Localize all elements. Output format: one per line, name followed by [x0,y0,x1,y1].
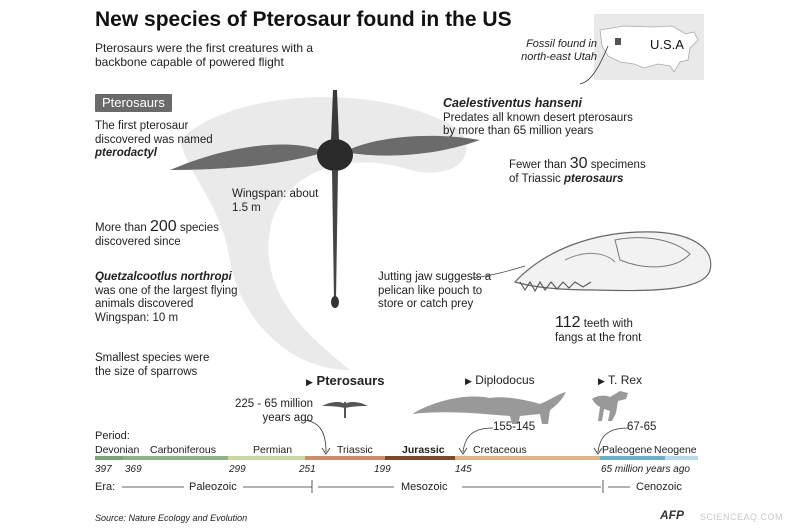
afp-logo: AFP [660,508,684,522]
caelestiventus-fact: Caelestiventus hanseni Predates all know… [443,96,633,137]
tick-299: 299 [229,464,246,475]
utah-highlight [615,38,621,45]
watermark: SCIENCEAQ.COM [700,512,784,522]
quetzalcoatlus-fact: Quetzalcootlus northropi was one of the … [95,271,238,324]
usa-map-inset [594,14,704,80]
era-cenozoic: Cenozoic [636,481,682,493]
period-cretaceous: Cretaceous [473,444,527,456]
era-paleozoic: Paleozoic [189,481,237,493]
subtitle: Pterosaurs were the first creatures with… [95,41,314,69]
diplodocus-silhouette [412,392,566,424]
era-lines [122,480,630,493]
tick-199: 199 [374,464,391,475]
period-paleogene: Paleogene [602,444,653,456]
smallest-species-fact: Smallest species were the size of sparro… [95,352,210,378]
marker-pterosaurs: ▶ Pterosaurs [306,373,385,388]
skull-illustration [513,231,712,293]
marker-trex: ▶ T. Rex [598,373,643,387]
seg-cretaceous [455,456,600,460]
pterosaurs-range: 225 - 65 million years ago [235,398,313,424]
period-jurassic: Jurassic [402,444,445,456]
seg-paleogene [600,456,665,460]
pterosaurs-label: Pterosaurs [95,94,172,112]
usa-map-icon [599,25,699,73]
period-label: Period: [95,430,130,442]
fossil-pointer-line [579,45,609,85]
jaw-pointer-line [471,265,526,279]
period-triassic: Triassic [337,444,373,456]
jaw-fact: Jutting jaw suggests a pelican like pouc… [378,271,492,310]
period-neogene: Neogene [654,444,697,456]
trex-silhouette [592,391,628,421]
infographic-title: New species of Pterosaur found in the US [95,8,512,31]
tick-65: 65 million years ago [601,464,690,475]
wingspan-fact: Wingspan: about 1.5 m [232,188,319,214]
first-pterosaur-fact: The first pterosaur discovered was named… [95,120,213,159]
teeth-fact: 112 teeth with fangs at the front [555,314,642,344]
trex-leader [593,427,629,455]
seg-jurassic [385,456,455,460]
tick-145: 145 [455,464,472,475]
pterosaurs-leader [303,419,331,455]
marker-diplodocus: ▶ Diplodocus [465,373,535,387]
period-permian: Permian [253,444,293,456]
seg-neogene [665,456,698,460]
seg-triassic [305,456,385,460]
period-color-bar [95,456,698,460]
diplodocus-leader [458,427,494,455]
era-mesozoic: Mesozoic [401,481,448,493]
seg-devonian [95,456,123,460]
pterosaur-silhouette [322,402,368,418]
tick-397: 397 [95,464,112,475]
period-devonian: Devonian [95,444,140,456]
map-country-label: U.S.A [650,37,684,52]
source-note: Source: Nature Ecology and Evolution [95,513,248,523]
period-carboniferous: Carboniferous [150,444,216,456]
tick-369: 369 [125,464,142,475]
seg-permian [228,456,305,460]
species-count-fact: More than 200 species discovered since [95,218,219,248]
tick-251: 251 [299,464,316,475]
fossil-location-note: Fossil found in north-east Utah [521,38,597,63]
trex-range: 67-65 [627,421,657,433]
seg-carboniferous [123,456,228,460]
era-label: Era: [95,481,116,493]
triassic-specimens-fact: Fewer than 30 specimens of Triassic pter… [509,155,646,185]
pterosaur-illustration [170,90,480,371]
diplodocus-range: 155-145 [493,421,536,433]
